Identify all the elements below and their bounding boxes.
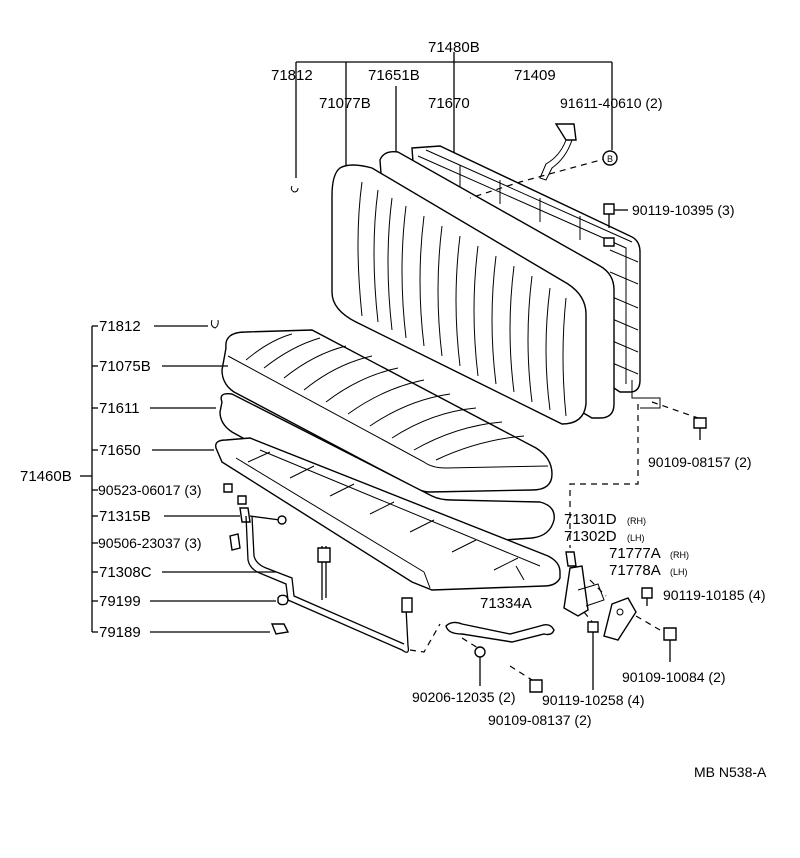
bolt-mark-letter: B [607, 154, 613, 164]
clip-71812-mid [210, 319, 219, 329]
bracket-71315b [239, 507, 287, 525]
cap-79189 [270, 623, 290, 635]
clip-71812-top [290, 185, 299, 193]
label-71301d-side: (RH) [627, 516, 646, 526]
label-71302d: 71302D [564, 528, 617, 545]
label-71075b: 71075B [99, 358, 151, 375]
seat-rod-71334a [445, 621, 555, 643]
seat-cushion-pad [219, 392, 555, 545]
hinge-plate-71777a [589, 579, 637, 641]
bolt-90523-06017 [223, 483, 247, 505]
label-90109-08137: 90109-08137 (2) [488, 712, 592, 728]
top-leader-lines [295, 52, 613, 178]
label-90506-23037: 90506-23037 (3) [98, 535, 202, 551]
label-71315b: 71315B [99, 508, 151, 525]
label-71077b: 71077B [319, 95, 371, 112]
seat-spring-frame [215, 437, 561, 591]
label-71650: 71650 [99, 442, 141, 459]
seatback-hook [539, 123, 577, 181]
label-71480b: 71480B [428, 39, 480, 56]
cap-79199 [277, 594, 289, 606]
label-90119-10395: 90119-10395 (3) [632, 202, 734, 218]
label-71460b: 71460B [20, 468, 72, 485]
label-79199: 79199 [99, 593, 141, 610]
label-71778a: 71778A [609, 562, 661, 579]
part-labels: 71480B 71812 71651B 71409 71077B 71670 9… [20, 39, 767, 780]
label-71409: 71409 [514, 67, 556, 84]
label-71777a: 71777A [609, 545, 661, 562]
label-79189: 79189 [99, 624, 141, 641]
reference-code: MB N538-A [694, 764, 767, 780]
label-71777a-side: (RH) [670, 550, 689, 560]
label-90109-10084: 90109-10084 (2) [622, 669, 726, 685]
washer-90206-12035 [461, 637, 486, 686]
bolt-mark: B [602, 150, 618, 166]
bolt-90109-10084 [635, 615, 677, 662]
left-group-bracket [80, 325, 276, 633]
bolt-90119-10258 [583, 611, 599, 690]
seatback-cushion [331, 164, 587, 425]
label-90109-08157: 90109-08157 (2) [648, 454, 752, 470]
bolt-90119-10185 [641, 587, 653, 606]
bolt-90109-08137 [509, 665, 543, 693]
label-90206-12035: 90206-12035 (2) [412, 689, 516, 705]
label-71812-mid: 71812 [99, 318, 141, 335]
label-71302d-side: (LH) [627, 533, 645, 543]
label-71670: 71670 [428, 95, 470, 112]
label-91611-40610: 91611-40610 (2) [560, 95, 662, 111]
label-90119-10258: 90119-10258 (4) [542, 692, 644, 708]
label-71651b: 71651B [368, 67, 420, 84]
seat-leg-frame [245, 515, 441, 653]
fastener-90506-23037 [229, 533, 241, 551]
label-71812-top: 71812 [271, 67, 313, 84]
label-71308c: 71308C [99, 564, 152, 581]
label-71778a-side: (LH) [670, 567, 688, 577]
bolt-90119-10395 [603, 203, 628, 247]
label-71301d: 71301D [564, 511, 617, 528]
label-90523-06017: 90523-06017 (3) [98, 482, 202, 498]
label-71334a: 71334A [480, 595, 532, 612]
hinge-bracket-71301d [563, 404, 639, 617]
bolt-90109-08157 [651, 401, 707, 440]
label-90119-10185: 90119-10185 (4) [663, 587, 765, 603]
seat-cushion-cover [221, 329, 553, 493]
label-71611: 71611 [99, 400, 140, 417]
